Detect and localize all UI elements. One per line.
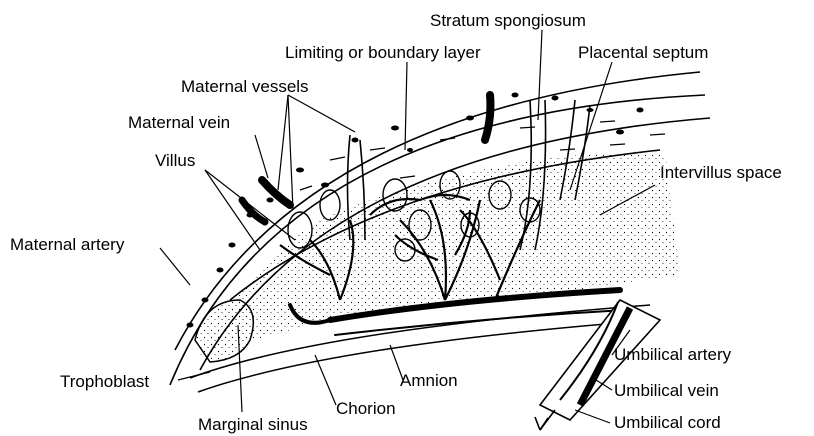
maternal-artery-label: Maternal artery: [10, 236, 124, 253]
umbilical-cord-label: Umbilical cord: [614, 414, 721, 431]
intervillus-space-label: Intervillus space: [660, 164, 782, 181]
chorion-label: Chorion: [336, 400, 396, 417]
trophoblast-label: Trophoblast: [60, 373, 149, 390]
stratum-spongiosum-label: Stratum spongiosum: [430, 12, 586, 29]
marginal-sinus-label: Marginal sinus: [198, 416, 308, 433]
maternal-vein-label: Maternal vein: [128, 114, 230, 131]
marginal-sinus-shape: [195, 300, 253, 362]
umbilical-vein-label: Umbilical vein: [614, 382, 719, 399]
umbilical-cord: [535, 300, 660, 430]
villus-label: Villus: [155, 152, 195, 169]
placental-septum-label: Placental septum: [578, 44, 708, 61]
limiting-layer-label: Limiting or boundary layer: [285, 44, 481, 61]
amnion-label: Amnion: [400, 372, 458, 389]
umbilical-artery-label: Umbilical artery: [614, 346, 731, 363]
maternal-vessels-label: Maternal vessels: [181, 78, 309, 95]
